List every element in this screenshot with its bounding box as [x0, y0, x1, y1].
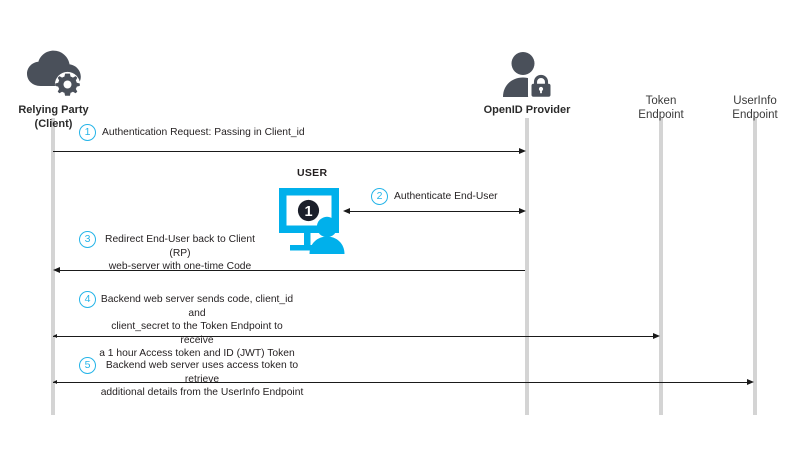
person-lock-icon: [500, 52, 554, 103]
arrow-step-4: [53, 336, 657, 338]
participant-label-token-endpoint: Token Endpoint: [616, 94, 706, 123]
participant-label-userinfo-endpoint: UserInfo Endpoint: [710, 94, 800, 123]
step-badge-1: 1: [79, 124, 96, 141]
step-badge-4: 4: [79, 291, 96, 308]
arrow-step-5: [53, 382, 751, 384]
arrow-head-step-5: [747, 379, 754, 385]
arrow-tail-step-4: [53, 334, 57, 338]
participant-label-openid-provider: OpenID Provider: [483, 104, 571, 116]
arrow-head-step-4: [653, 333, 660, 339]
arrow-step-2: [349, 211, 523, 213]
lifeline-userinfo-endpoint: [753, 118, 757, 415]
lifeline-openid-provider: [525, 118, 529, 415]
step-text-3: Redirect End-User back to Client (RP) we…: [105, 234, 255, 272]
step-text-5: Backend web server uses access token to …: [100, 360, 304, 398]
lifeline-relying-party: [51, 118, 55, 415]
arrow-head-step-1: [519, 148, 526, 154]
svg-text:1: 1: [304, 204, 312, 220]
actor-label-user: USER: [297, 167, 328, 179]
step-text-2: Authenticate End-User: [394, 191, 498, 202]
lifeline-token-endpoint: [659, 118, 663, 415]
participant-label-relying-party: Relying Party (Client): [18, 104, 89, 130]
arrow-step-3: [59, 270, 525, 272]
participant-label-userinfo-endpoint-line1: UserInfo: [733, 95, 777, 107]
arrow-step-1: [53, 151, 523, 153]
arrow-head-step-3: [53, 267, 60, 273]
participant-label-userinfo-endpoint-line2: Endpoint: [732, 109, 778, 122]
cloud-gear-icon: [26, 50, 84, 103]
participant-label-token-endpoint-line2: Endpoint: [638, 109, 684, 122]
step-badge-2: 2: [371, 188, 388, 205]
arrow-tail-step-5: [53, 380, 57, 384]
arrow-head-step-2-left: [343, 208, 350, 214]
step-text-4: Backend web server sends code, client_id…: [99, 294, 295, 359]
participant-label-token-endpoint-line1: Token: [645, 95, 677, 107]
step-badge-3: 3: [79, 231, 96, 248]
monitor-user-icon: 1: [277, 186, 347, 261]
step-badge-5: 5: [79, 357, 96, 374]
step-text-1: Authentication Request: Passing in Clien…: [102, 127, 305, 138]
arrow-head-step-2-right: [519, 208, 526, 214]
